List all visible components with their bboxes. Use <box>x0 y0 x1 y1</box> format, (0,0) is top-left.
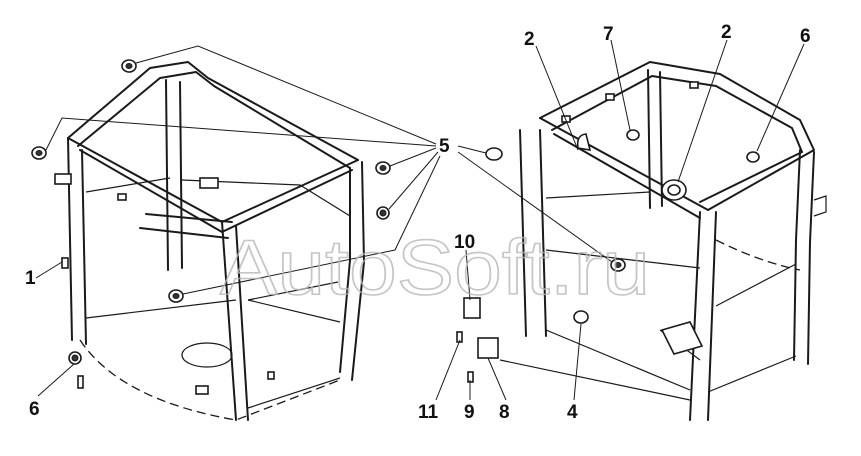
watermark: AutoSoft.ru <box>220 223 650 311</box>
left-cab-frame <box>54 61 365 421</box>
callout-10: 10 <box>454 232 475 253</box>
leader-lines <box>35 39 805 401</box>
grommets <box>31 59 760 389</box>
callout-1: 1 <box>25 268 36 289</box>
callout-9: 9 <box>464 402 475 423</box>
callout-5: 5 <box>439 136 450 157</box>
callout-6-left: 6 <box>29 399 40 420</box>
callout-4: 4 <box>567 402 578 423</box>
callout-7: 7 <box>603 24 614 45</box>
callout-8: 8 <box>499 402 510 423</box>
callout-2-right: 2 <box>721 22 732 43</box>
callout-2-left: 2 <box>524 29 535 50</box>
callout-6-right: 6 <box>800 26 811 47</box>
callout-labels: 1 2 2 4 5 6 6 7 8 9 10 11 <box>25 22 811 423</box>
callout-11: 11 <box>418 402 439 423</box>
